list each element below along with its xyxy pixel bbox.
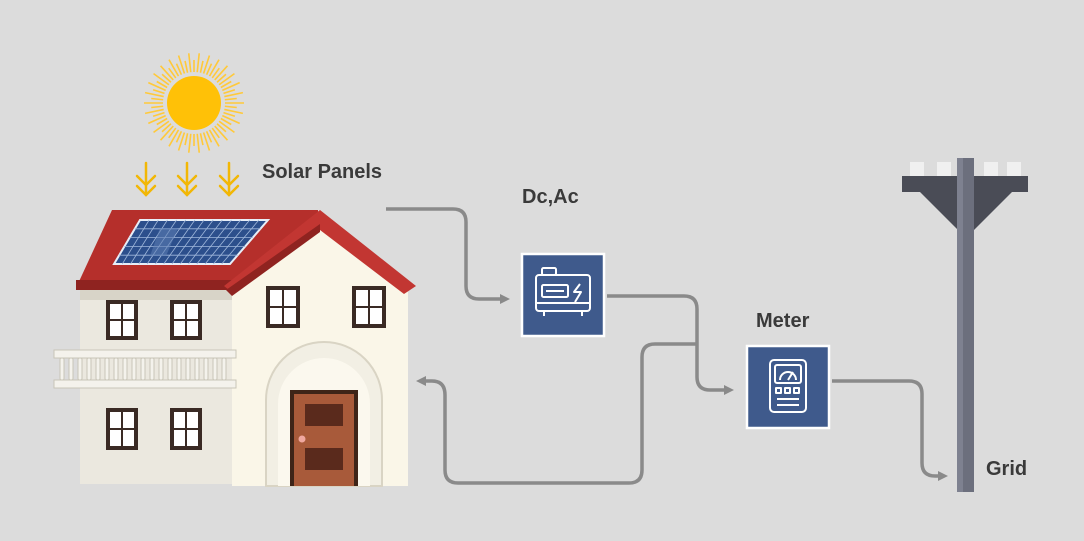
wire-meter-to-grid xyxy=(832,379,948,481)
door-icon xyxy=(290,390,358,486)
meter-icon xyxy=(745,344,831,430)
inverter-icon xyxy=(520,252,606,338)
sunlight-arrow-icon xyxy=(135,161,157,197)
sunlight-arrows xyxy=(135,161,240,197)
house-icon xyxy=(53,210,416,487)
wire-panels-to-inverter xyxy=(386,207,510,304)
sunlight-arrow-icon xyxy=(176,161,198,197)
sun-icon xyxy=(144,53,244,153)
window-icon xyxy=(106,408,138,450)
wire-meter-to-house xyxy=(416,342,697,485)
sunlight-arrow-icon xyxy=(218,161,240,197)
utility-pole-icon xyxy=(902,158,1028,492)
dc-ac-label: Dc,Ac xyxy=(522,186,579,208)
window-icon xyxy=(352,286,386,328)
window-icon xyxy=(106,300,138,340)
window-icon xyxy=(266,286,300,328)
solar-panel-icon xyxy=(112,219,271,265)
balcony xyxy=(53,349,237,389)
grid-label: Grid xyxy=(986,458,1028,480)
window-icon xyxy=(170,408,202,450)
connection-wires xyxy=(386,207,948,485)
meter-label: Meter xyxy=(756,310,810,332)
solar-panels-label: Solar Panels xyxy=(262,161,383,183)
window-icon xyxy=(170,300,202,340)
